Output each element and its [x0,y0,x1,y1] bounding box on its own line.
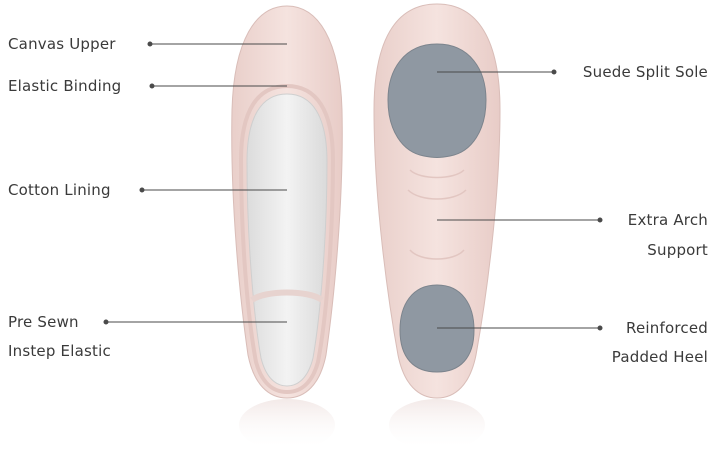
leader-instep-elastic-dot [104,320,108,324]
leader-cotton-lining-dot [140,188,144,192]
leader-lines [104,42,602,330]
label-pre-sewn-line2: Instep Elastic [8,340,111,362]
leader-arch-support-dot [598,218,602,222]
right-shoe-reflection [389,399,485,451]
label-extra-arch-line1: Extra Arch [628,209,708,231]
label-cotton-lining: Cotton Lining [8,179,111,201]
label-reinforced-line1: Reinforced [626,317,708,339]
label-elastic-binding: Elastic Binding [8,75,121,97]
leader-suede-sole-dot [552,70,556,74]
right-shoe-sole-view [374,4,500,451]
label-canvas-upper: Canvas Upper [8,33,116,55]
label-extra-arch-line2: Support [647,239,708,261]
label-reinforced-line2: Padded Heel [612,346,708,368]
suede-forefoot-pad [388,44,486,158]
label-pre-sewn-line1: Pre Sewn [8,311,79,333]
leader-elastic-binding-dot [150,84,154,88]
left-shoe-reflection [239,399,335,451]
leader-canvas-upper-dot [148,42,152,46]
cotton-lining-shape [247,94,327,386]
leader-padded-heel-dot [598,326,602,330]
left-shoe-top-view [232,6,343,451]
label-suede-split-sole: Suede Split Sole [583,61,708,83]
